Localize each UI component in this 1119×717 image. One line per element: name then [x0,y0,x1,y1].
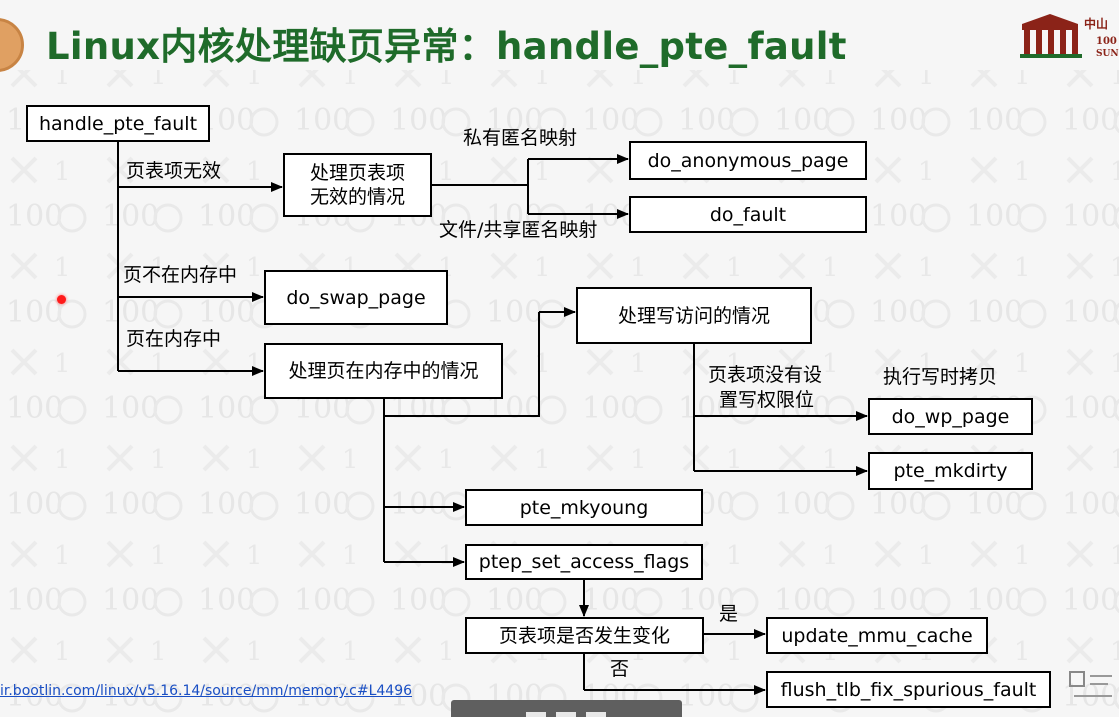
label-pte-invalid: 页表项无效 [126,160,222,182]
node-pte-mkdirty-text: pte_mkdirty [893,460,1008,482]
label-private-anon-map: 私有匿名映射 [463,127,578,149]
label-page-not-in-memory: 页不在内存中 [123,264,238,286]
node-update-mmu-cache-text: update_mmu_cache [781,624,973,647]
node-flush-tlb-fix-spurious-fault: flush_tlb_fix_spurious_fault [766,671,1051,708]
node-pte-invalid-case: 处理页表项 无效的情况 [283,153,432,217]
node-write-access-case: 处理写访问的情况 [576,287,812,344]
node-ptep-set-access-flags-text: ptep_set_access_flags [478,551,690,573]
node-do-wp-page-text: do_wp_page [891,405,1010,428]
node-do-fault-text: do_fault [709,203,787,226]
node-flush-tlb-text: flush_tlb_fix_spurious_fault [780,678,1037,701]
node-do-anonymous-page-text: do_anonymous_page [647,149,849,172]
gate-logo-icon [1020,14,1082,58]
node-do-fault: do_fault [629,196,867,233]
node-page-in-memory-case-text: 处理页在内存中的情况 [288,360,479,382]
laser-pointer-dot [57,295,66,304]
node-pte-mkyoung-text: pte_mkyoung [519,496,649,519]
branch-from-pte-invalid [432,159,529,214]
node-write-access-case-text: 处理写访问的情况 [617,304,770,327]
logo-text-top: 中山 [1084,17,1109,31]
node-pte-changed-check-text: 页表项是否发生变化 [498,624,670,647]
node-ptep-set-access-flags: ptep_set_access_flags [465,544,703,580]
node-pte-changed-check: 页表项是否发生变化 [465,617,704,654]
node-handle-pte-fault: handle_pte_fault [26,105,210,142]
label-no-write-perm-line1: 页表项没有设 [708,364,823,386]
node-do-wp-page: do_wp_page [868,398,1033,435]
label-page-in-memory: 页在内存中 [126,328,222,350]
player-control-icon[interactable] [586,712,606,717]
slide-title: Linux内核处理缺页异常：handle_pte_fault [46,25,847,68]
node-pte-mkdirty: pte_mkdirty [868,452,1033,490]
node-handle-pte-fault-text: handle_pte_fault [38,112,198,135]
node-pte-mkyoung: pte_mkyoung [465,489,703,526]
logo-text-mid: 100 [1096,36,1117,47]
source-link[interactable]: ir.bootlin.com/linux/v5.16.14/source/mm/… [0,683,413,699]
node-update-mmu-cache: update_mmu_cache [766,617,988,654]
node-do-swap-page: do_swap_page [264,270,448,325]
label-yes: 是 [719,603,739,625]
node-do-anonymous-page: do_anonymous_page [629,141,867,180]
video-player-bar[interactable] [451,700,682,717]
player-control-icon[interactable] [556,712,576,717]
node-pte-invalid-case-line1: 处理页表项 [309,162,405,184]
label-no-write-perm-line2: 置写权限位 [719,389,815,411]
label-no: 否 [610,658,630,680]
player-control-icon[interactable] [526,712,546,717]
label-copy-on-write: 执行写时拷贝 [883,366,998,388]
node-pte-invalid-case-line2: 无效的情况 [309,186,405,208]
corner-overlay-icon [1069,671,1112,697]
logo-text-bottom: SUN Y [1096,49,1119,59]
label-file-shared-anon-map: 文件/共享匿名映射 [439,219,598,241]
node-do-swap-page-text: do_swap_page [286,286,426,309]
node-page-in-memory-case: 处理页在内存中的情况 [264,343,503,399]
